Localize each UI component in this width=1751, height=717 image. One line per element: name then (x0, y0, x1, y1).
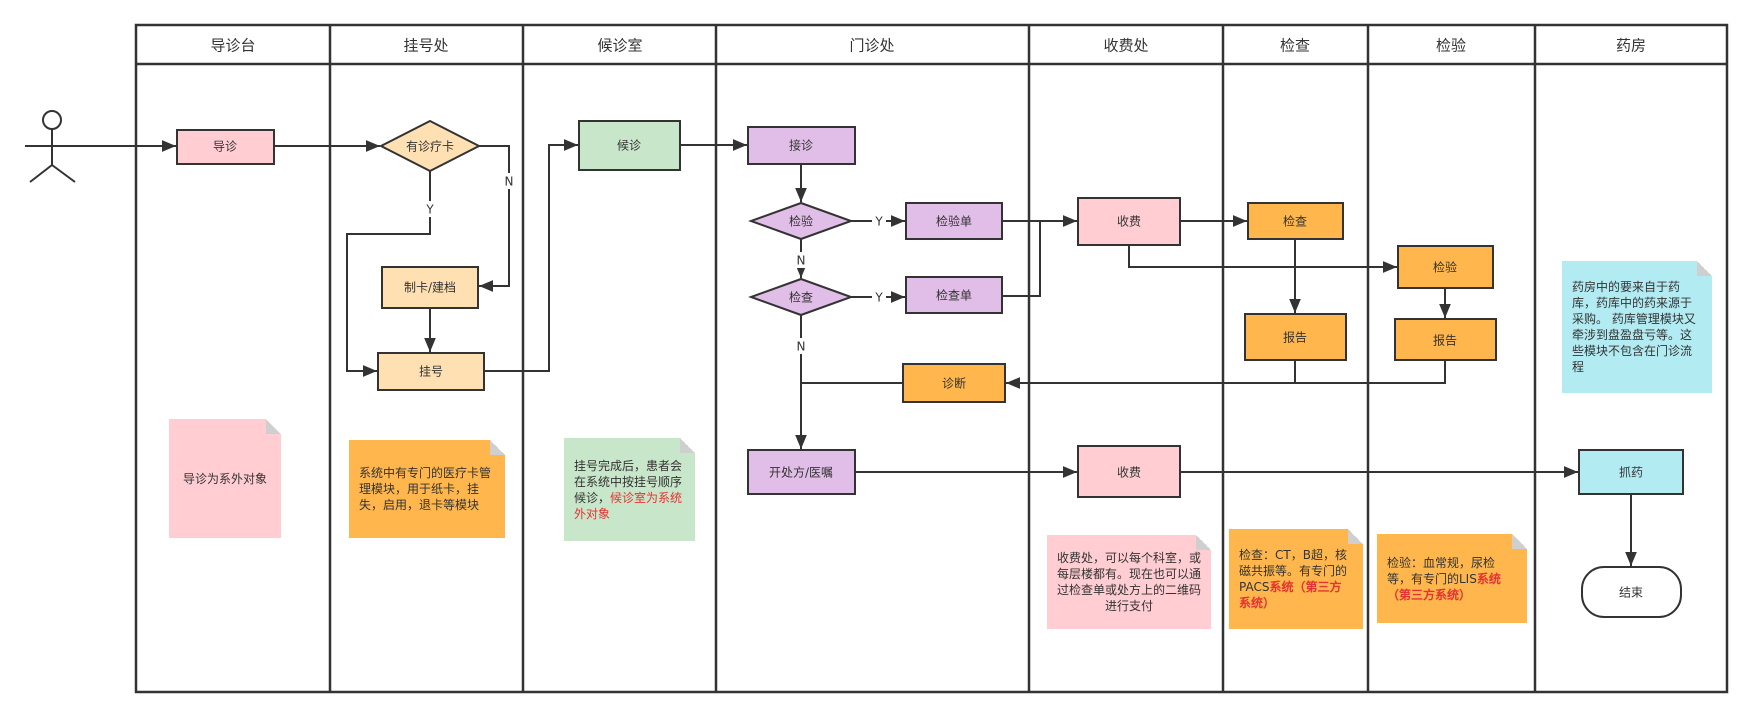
note-guide: 导诊为系外对象 (169, 419, 281, 538)
node-pay-2[interactable]: 收费 (1077, 445, 1181, 498)
node-exam-report-label: 报告 (1283, 330, 1307, 345)
node-exam-label: 检查 (1283, 214, 1307, 229)
node-exam-decision[interactable]: 检查 (748, 277, 854, 317)
node-prescribe[interactable]: 开处方/医嘱 (747, 449, 856, 495)
node-lab-order[interactable]: 检验单 (905, 202, 1003, 240)
label-exam-no: N (797, 340, 806, 354)
node-lab-decision-label: 检验 (789, 214, 813, 229)
note-exam-plain: 检查：CT，B超，核磁共振等。有专门的PACS (1239, 548, 1348, 594)
note-register-text: 系统中有专门的医疗卡管理模块，用于纸卡，挂失，启用，退卡等模块 (359, 466, 492, 512)
note-exam: 检查：CT，B超，核磁共振等。有专门的PACS系统（第三方系统） (1229, 529, 1363, 629)
edge-register-to-wait (484, 139, 578, 372)
lane-title-waiting: 候诊室 (597, 37, 642, 55)
node-pay-1[interactable]: 收费 (1077, 197, 1181, 246)
edge-examorder-to-pay (1002, 221, 1041, 297)
edge-hascard-no-to-makecard (479, 145, 510, 292)
table-border (134, 23, 1729, 694)
edge-pay-to-lab (1128, 245, 1397, 273)
node-has-card-label: 有诊疗卡 (406, 140, 454, 154)
node-make-card[interactable]: 制卡/建档 (381, 266, 479, 309)
node-pay-2-label: 收费 (1117, 466, 1141, 480)
note-waiting-highlight: 候诊室为系统外对象 (574, 490, 683, 521)
node-guide[interactable]: 导诊 (176, 129, 275, 165)
note-lab-plain: 检验：血常规，尿检等，有专门的LIS (1387, 555, 1496, 586)
note-fold-icon (1348, 529, 1363, 544)
node-receive[interactable]: 接诊 (747, 126, 856, 165)
lane-title-outpatient: 门诊处 (849, 37, 894, 55)
note-lab-highlight: 系统（第三方系统） (1387, 571, 1501, 602)
note-waiting-plain: 挂号完成后，患者会在系统中按挂号顺序候诊， (574, 458, 683, 505)
edge-labels: N Y Y N Y N (423, 173, 886, 354)
note-lab: 检验：血常规，尿检等，有专门的LIS系统（第三方系统） (1377, 534, 1527, 623)
node-register[interactable]: 挂号 (377, 352, 485, 391)
node-exam[interactable]: 检查 (1247, 202, 1344, 240)
node-diagnosis[interactable]: 诊断 (902, 363, 1006, 403)
note-fold-icon (266, 419, 281, 434)
node-has-card-decision[interactable]: 有诊疗卡 (378, 119, 482, 173)
note-lab-text: 检验：血常规，尿检等，有专门的LIS系统（第三方系统） (1377, 555, 1527, 603)
lane-title-guide: 导诊台 (210, 37, 255, 55)
note-cashier: 收费处，可以每个科室，或每层楼都有。现在也可以通过检查单或处方上的二维码进行支付 (1047, 535, 1211, 629)
edges (80, 139, 1637, 566)
label-lab-no: N (797, 254, 806, 268)
note-waiting: 挂号完成后，患者会在系统中按挂号顺序候诊，候诊室为系统外对象 (564, 438, 695, 541)
lane-title-lab: 检验 (1436, 37, 1466, 55)
node-pay-1-label: 收费 (1117, 215, 1141, 229)
note-waiting-text: 挂号完成后，患者会在系统中按挂号顺序候诊，候诊室为系统外对象 (564, 458, 695, 522)
note-fold-icon (1697, 261, 1712, 276)
note-register: 系统中有专门的医疗卡管理模块，用于纸卡，挂失，启用，退卡等模块 (349, 440, 505, 538)
stick-figure-actor-icon (25, 110, 80, 183)
node-end-label: 结束 (1619, 586, 1643, 600)
node-lab[interactable]: 检验 (1397, 245, 1494, 289)
note-guide-text: 导诊为系外对象 (182, 471, 267, 486)
node-lab-report[interactable]: 报告 (1394, 318, 1497, 361)
note-cashier-text: 收费处，可以每个科室，或每层楼都有。现在也可以通过检查单或处方上的二维码进行支付 (1057, 551, 1202, 613)
node-exam-decision-label: 检查 (789, 290, 813, 305)
node-end[interactable]: 结束 (1581, 566, 1682, 618)
node-diagnosis-label: 诊断 (942, 376, 966, 391)
swimlane-table: 导诊台 挂号处 候诊室 门诊处 收费处 检查 检验 药房 (134, 23, 1729, 694)
note-pharmacy: 药房中的要来自于药库，药库中的药来源于采购。 药库管理模块又牵涉到盘盈盘亏等。这… (1562, 261, 1712, 393)
edge-examreport-to-diagnosis (1006, 360, 1296, 389)
lane-title-pharmacy: 药房 (1616, 37, 1646, 55)
lane-title-cashier: 收费处 (1103, 37, 1148, 55)
node-lab-report-label: 报告 (1433, 333, 1457, 348)
note-exam-highlight: 系统（第三方系统） (1239, 580, 1342, 610)
note-fold-icon (1196, 535, 1211, 550)
lane-title-exam: 检查 (1280, 37, 1310, 55)
note-exam-text: 检查：CT，B超，核磁共振等。有专门的PACS系统（第三方系统） (1229, 547, 1363, 611)
lane-title-register: 挂号处 (403, 37, 448, 55)
node-prescribe-label: 开处方/医嘱 (769, 465, 833, 480)
note-fold-icon (680, 438, 695, 453)
node-exam-order[interactable]: 检查单 (905, 276, 1003, 314)
note-pharmacy-text: 药房中的要来自于药库，药库中的药来源于采购。 药库管理模块又牵涉到盘盈盘亏等。这… (1572, 280, 1696, 374)
label-lab-yes: Y (874, 215, 883, 229)
node-receive-label: 接诊 (789, 138, 813, 153)
node-exam-order-label: 检查单 (936, 288, 972, 303)
node-exam-report[interactable]: 报告 (1244, 313, 1347, 361)
node-dispense-label: 抓药 (1619, 466, 1643, 480)
node-lab-order-label: 检验单 (936, 214, 972, 229)
node-register-label: 挂号 (419, 365, 443, 379)
node-lab-decision[interactable]: 检验 (748, 201, 854, 241)
edge-labreport-to-diagnosis (1295, 360, 1446, 384)
node-wait-label: 候诊 (617, 139, 641, 153)
node-make-card-label: 制卡/建档 (404, 281, 456, 295)
node-wait[interactable]: 候诊 (578, 120, 681, 171)
label-hascard-no: N (505, 175, 514, 189)
label-hascard-yes: Y (425, 203, 434, 217)
label-exam-yes: Y (874, 291, 883, 305)
note-fold-icon (490, 440, 505, 455)
note-fold-icon (1512, 534, 1527, 549)
node-dispense[interactable]: 抓药 (1578, 449, 1684, 495)
node-guide-label: 导诊 (213, 140, 237, 154)
node-lab-label: 检验 (1433, 260, 1457, 275)
